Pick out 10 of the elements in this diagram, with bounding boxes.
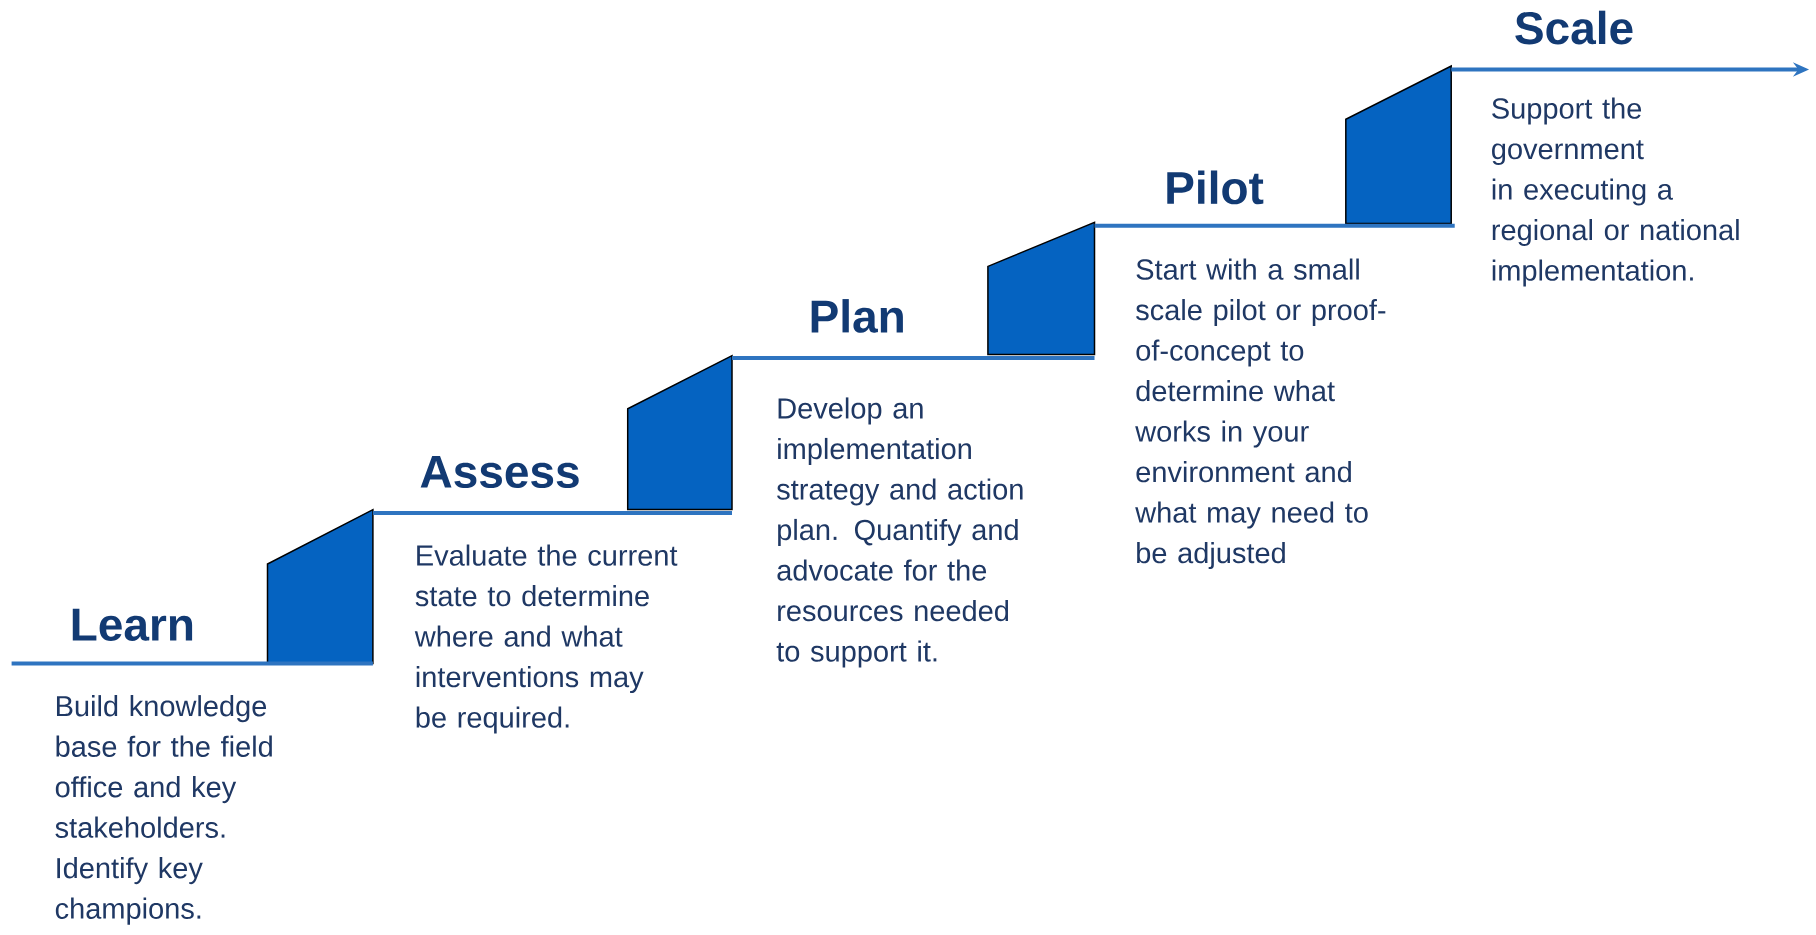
step-description: Evaluate the current state to determine where and what interventions may be required. bbox=[414, 544, 678, 734]
step-heading: Pilot bbox=[1167, 170, 1264, 205]
step-heading: Learn bbox=[72, 608, 193, 641]
step-heading: Assess bbox=[420, 455, 579, 489]
step-description: Build knowledge base for the field office and key stakeholders. Identify key champions. bbox=[55, 695, 272, 925]
step-description: Develop an implementation strategy and action plan. Quantify and advocate for the resources needed to support it. bbox=[776, 397, 1023, 668]
step-heading: Plan bbox=[811, 299, 903, 333]
step-description: Support the government in executing a regional or national implementation. bbox=[1492, 97, 1739, 287]
step-heading: Scale bbox=[1515, 10, 1633, 45]
step-description: Start with a small scale pilot or proof-of-concept to determine what works in your environment and what may need to be adjusted bbox=[1135, 258, 1386, 570]
